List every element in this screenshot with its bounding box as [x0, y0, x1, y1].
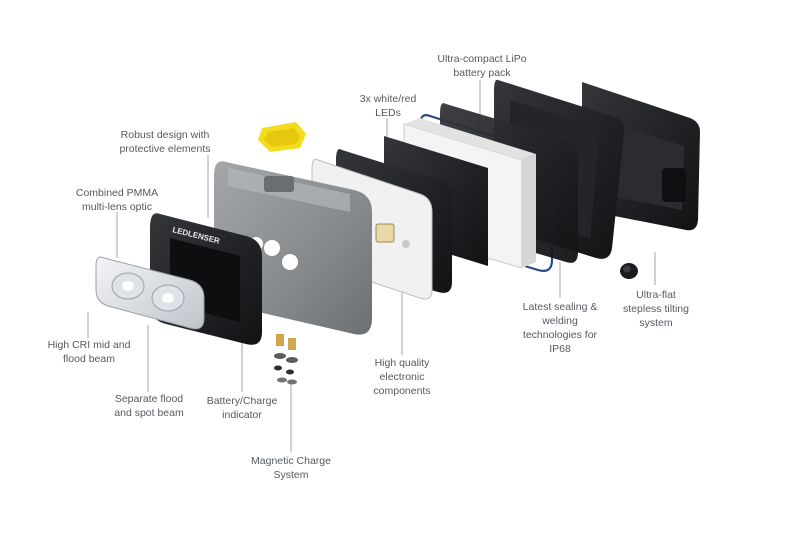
springs-and-screws: [274, 334, 298, 385]
spring-1: [276, 334, 284, 346]
callout-magnetic-charge: Magnetic Charge System: [251, 455, 331, 481]
housing-hole-2: [264, 240, 280, 256]
battery-pack-side: [522, 154, 536, 268]
callout-separate-beam: Separate flood and spot beam: [114, 393, 184, 419]
lens-right-center: [162, 293, 174, 303]
yellow-button-face: [264, 128, 300, 147]
spring-2: [288, 338, 296, 350]
callout-sealing-ip68: Latest sealing & welding technologies fo…: [522, 301, 598, 355]
lens-left-center: [122, 281, 134, 291]
led-chip: [375, 223, 395, 243]
callout-pmma-optic: Combined PMMA multi-lens optic: [75, 187, 159, 213]
callout-tilting-system: Ultra-flat stepless tilting system: [623, 289, 689, 329]
screw-2: [286, 369, 294, 375]
callout-robust-design: Robust design with protective elements: [119, 129, 211, 155]
strap-clip: [662, 168, 686, 202]
callout-leds: 3x white/red LEDs: [359, 93, 417, 119]
callout-battery-indicator: Battery/Charge indicator: [206, 395, 278, 421]
washer-1: [274, 353, 286, 359]
callout-lipo-battery: Ultra-compact LiPo battery pack: [437, 53, 527, 79]
battery-pack-top: [404, 118, 536, 160]
callout-high-cri: High CRI mid and flood beam: [47, 339, 131, 365]
magnet-1: [277, 377, 287, 383]
led-small-1: [402, 240, 410, 248]
magnet-2: [287, 379, 297, 385]
washer-2: [286, 357, 298, 363]
tilting-knob-highlight: [623, 265, 631, 273]
housing-hole-3: [282, 254, 298, 270]
callout-electronic-components: High quality electronic components: [373, 357, 431, 397]
screw-1: [274, 365, 282, 371]
housing-button-slot: [264, 176, 294, 192]
